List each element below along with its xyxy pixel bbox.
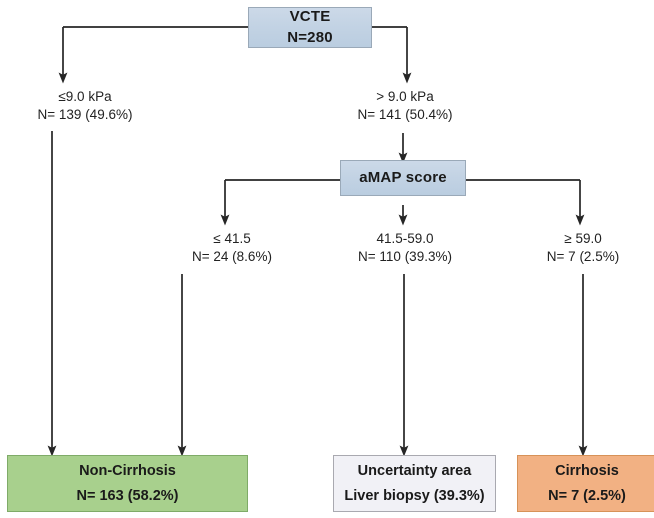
node-amap-score-title: aMAP score bbox=[359, 168, 447, 186]
edge-label-amap-high: ≥ 59.0 N= 7 (2.5%) bbox=[508, 230, 654, 266]
edge-amap-split bbox=[220, 179, 585, 226]
node-uncertainty-area[interactable]: Uncertainty area Liver biopsy (39.3%) bbox=[333, 455, 496, 512]
node-vcte-count: N=280 bbox=[287, 28, 333, 46]
edge-label-amap-low-threshold: ≤ 41.5 bbox=[213, 231, 251, 246]
edge-label-vcte-high-count: N= 141 (50.4%) bbox=[357, 107, 453, 123]
edge-label-amap-mid-threshold: 41.5-59.0 bbox=[376, 231, 434, 246]
edge-label-amap-low-count: N= 24 (8.6%) bbox=[192, 249, 272, 265]
edge-label-vcte-low-threshold: ≤9.0 kPa bbox=[58, 89, 112, 104]
node-vcte[interactable]: VCTE N=280 bbox=[248, 7, 372, 48]
edge-label-vcte-high-threshold: > 9.0 kPa bbox=[376, 89, 434, 104]
node-uncertainty-area-title: Uncertainty area bbox=[357, 463, 472, 480]
edge-label-amap-high-threshold: ≥ 59.0 bbox=[564, 231, 602, 246]
edge-label-vcte-low: ≤9.0 kPa N= 139 (49.6%) bbox=[0, 88, 170, 124]
edge-label-amap-mid-count: N= 110 (39.3%) bbox=[358, 249, 452, 265]
edge-label-amap-mid: 41.5-59.0 N= 110 (39.3%) bbox=[320, 230, 490, 266]
edge-label-amap-high-count: N= 7 (2.5%) bbox=[546, 249, 620, 265]
node-amap-score[interactable]: aMAP score bbox=[340, 160, 466, 196]
node-non-cirrhosis-count: N= 163 (58.2%) bbox=[76, 487, 179, 504]
node-non-cirrhosis-title: Non-Cirrhosis bbox=[79, 463, 176, 480]
node-uncertainty-area-action: Liver biopsy (39.3%) bbox=[344, 487, 485, 504]
node-non-cirrhosis[interactable]: Non-Cirrhosis N= 163 (58.2%) bbox=[7, 455, 248, 512]
node-cirrhosis[interactable]: Cirrhosis N= 7 (2.5%) bbox=[517, 455, 654, 512]
node-vcte-title: VCTE bbox=[289, 7, 331, 25]
node-cirrhosis-title: Cirrhosis bbox=[555, 463, 619, 480]
edge-vcte-split bbox=[58, 26, 412, 84]
node-cirrhosis-count: N= 7 (2.5%) bbox=[548, 487, 626, 504]
edge-label-amap-low: ≤ 41.5 N= 24 (8.6%) bbox=[112, 230, 352, 266]
edge-label-vcte-low-count: N= 139 (49.6%) bbox=[37, 107, 133, 123]
edge-label-vcte-high: > 9.0 kPa N= 141 (50.4%) bbox=[320, 88, 490, 124]
